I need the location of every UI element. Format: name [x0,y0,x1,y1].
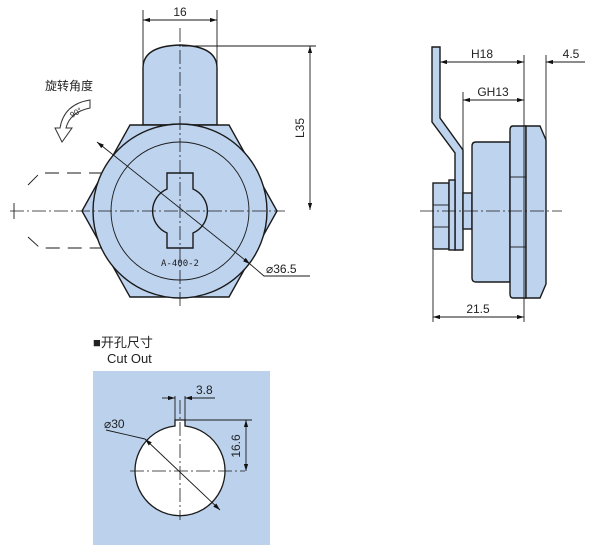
length-dim: L35 [293,118,307,138]
hex-nut [432,182,450,250]
rotation-arrow-icon [54,99,91,143]
cutout-title-en: Cut Out [107,351,152,366]
rim [525,125,547,299]
cam-rotated-outline [27,172,102,249]
cutout-diameter: ⌀30 [104,417,125,431]
dim-gh: GH13 [477,85,509,99]
cutout-title-cn: ■开孔尺寸 [93,335,153,350]
diameter-dim: ⌀36.5 [266,262,297,276]
side-view: H18 4.5 GH13 21.5 [420,46,585,322]
cutout-view: ■开孔尺寸 Cut Out 3.8 16.6 ⌀30 [93,335,270,545]
rotation-label: 旋转角度 [45,78,93,93]
slot-height: 16.6 [229,434,243,458]
slot-width: 3.8 [196,383,213,397]
flange [509,125,527,299]
width-dim: 16 [173,5,187,19]
front-view: 16 L35 ⌀36.5 旋转角度 90° A-400-2 [10,5,316,306]
part-code: A-400-2 [161,259,199,269]
dim-h: H18 [471,47,493,61]
dim-rim: 4.5 [563,47,580,61]
lock-body [471,141,511,283]
dim-depth: 21.5 [466,302,490,316]
